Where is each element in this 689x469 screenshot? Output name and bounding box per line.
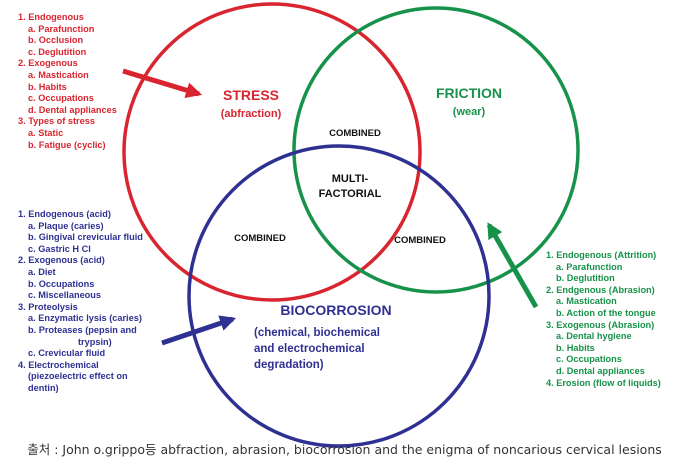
list-item: trypsin) [78, 336, 112, 347]
biocorrosion-subtitle-line-3: degradation) [254, 359, 324, 371]
list-item: 1. Endogenous [18, 12, 84, 22]
biocorrosion-factor-list: 1. Endogenous (acid) a. Plaque (caries) … [18, 209, 143, 395]
source-caption: 출처 : John o.grippo등 abfraction, abrasion… [27, 442, 662, 457]
list-item: b. Deglutition [556, 273, 615, 284]
list-item: a. Parafunction [28, 23, 95, 34]
biocorrosion-arrow [161, 315, 237, 346]
list-item: 2. Exogenous (acid) [18, 255, 105, 266]
list-item: b. Habits [556, 342, 595, 353]
list-item: a. Enzymatic lysis (caries) [28, 313, 142, 324]
list-item: b. Occlusion [28, 35, 84, 46]
stress-arrow [122, 68, 203, 98]
combined-stress-biocorrosion: COMBINED [234, 233, 286, 244]
combined-friction-biocorrosion: COMBINED [394, 235, 446, 246]
list-item: (piezoelectric effect on [28, 371, 128, 382]
list-item: 1. Endogenous (acid) [18, 209, 111, 219]
multifactorial-line-2: FACTORIAL [319, 188, 382, 200]
list-item: c. Miscellaneous [28, 290, 102, 301]
friction-factor-list: 1. Endogenous (Attrition) a. Parafunctio… [546, 250, 661, 389]
combined-stress-friction: COMBINED [329, 128, 381, 139]
list-item: a. Mastication [556, 296, 617, 307]
list-item: d. Dental appliances [556, 365, 645, 376]
list-item: 4. Electrochemical [18, 359, 99, 370]
list-item: c. Deglutition [28, 46, 87, 57]
list-item: 3. Types of stress [18, 116, 95, 127]
list-item: b. Occupations [28, 278, 95, 289]
list-item: 4. Erosion (flow of liquids) [546, 377, 661, 388]
list-item: c. Occupations [28, 93, 94, 104]
stress-factor-list: 1. Endogenous a. Parafunction b. Occlusi… [18, 12, 117, 151]
list-item: a. Dental hygiene [556, 331, 632, 342]
friction-subtitle: (wear) [453, 106, 486, 118]
list-item: c. Crevicular fluid [28, 348, 106, 359]
list-item: 2. Exogenous [18, 58, 78, 69]
list-item: b. Action of the tongue [556, 307, 656, 318]
list-item: a. Mastication [28, 69, 89, 80]
list-item: b. Fatigue (cyclic) [28, 139, 106, 150]
biocorrosion-subtitle-line-2: and electrochemical [254, 343, 365, 355]
list-item: a. Static [28, 127, 64, 138]
list-item: 3. Proteolysis [18, 301, 78, 312]
list-item: a. Diet [28, 266, 56, 277]
list-item: b. Gingival crevicular fluid [28, 232, 143, 243]
list-item: 3. Exogenous (Abrasion) [546, 319, 655, 330]
list-item: a. Plaque (caries) [28, 220, 104, 231]
stress-circle [122, 2, 422, 302]
list-item: c. Gastric H Cl [28, 243, 91, 254]
list-item: d. Dental appliances [28, 104, 117, 115]
stress-subtitle: (abfraction) [221, 108, 282, 120]
list-item: 2. Endgenous (Abrasion) [546, 284, 655, 295]
biocorrosion-subtitle-line-1: (chemical, biochemical [254, 327, 380, 339]
friction-title: FRICTION [436, 85, 502, 101]
friction-circle [292, 6, 580, 294]
list-item: b. Proteases (pepsin and [28, 324, 137, 335]
stress-title: STRESS [223, 87, 279, 103]
multifactorial-line-1: MULTI- [332, 173, 369, 185]
list-item: c. Occupations [556, 354, 622, 365]
friction-arrow [486, 222, 539, 309]
biocorrosion-circle [187, 144, 491, 448]
biocorrosion-title: BIOCORROSION [280, 302, 391, 318]
list-item: 1. Endogenous (Attrition) [546, 250, 657, 260]
list-item: a. Parafunction [556, 261, 623, 272]
list-item: dentin) [28, 382, 59, 393]
list-item: b. Habits [28, 81, 67, 92]
